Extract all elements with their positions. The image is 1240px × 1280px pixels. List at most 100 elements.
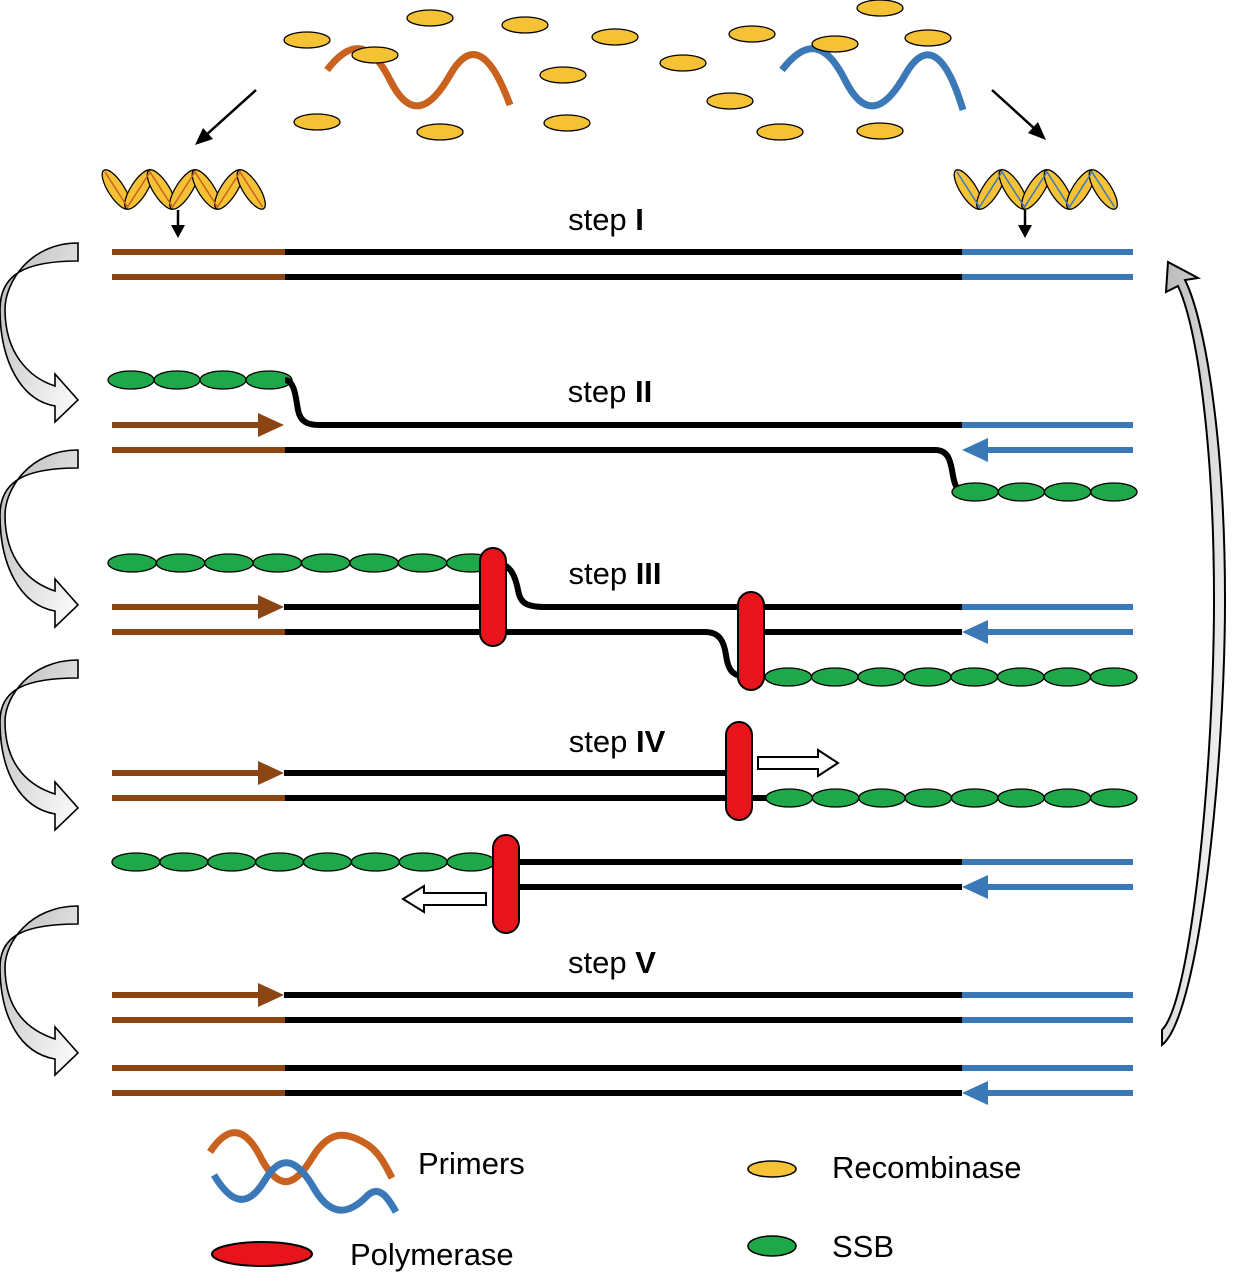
ssb	[1090, 482, 1138, 502]
recombinase	[856, 122, 904, 140]
arrowhead-icon	[195, 128, 213, 145]
ssb-chain	[765, 788, 1138, 808]
recombinase	[283, 31, 331, 49]
legend-reverse-primer-icon	[210, 1159, 400, 1214]
direction-arrow-left	[401, 884, 487, 914]
free-recombinase-group	[283, 0, 952, 141]
ssb	[904, 788, 953, 808]
recombinase	[539, 66, 587, 84]
ssb	[810, 667, 859, 687]
ssb	[254, 852, 305, 872]
polymerase	[725, 721, 753, 821]
step-labels: step I step II step III step IV step V	[568, 202, 666, 980]
ssb	[398, 852, 448, 872]
ssb	[204, 553, 254, 573]
recombinase	[591, 28, 639, 46]
step-4-label: step IV	[569, 724, 666, 759]
ssb	[1043, 788, 1092, 808]
ssb	[950, 667, 999, 687]
ssb	[159, 852, 209, 872]
step-2-strands	[107, 370, 1138, 502]
step-transition-arrow	[0, 242, 80, 424]
ssb	[207, 852, 257, 872]
recombinase	[856, 0, 904, 17]
step-3-label: step III	[568, 556, 661, 591]
arrowhead-icon	[171, 225, 185, 238]
ssb	[1089, 788, 1138, 808]
recombinase	[659, 54, 707, 72]
legend-recombinase-label: Recombinase	[832, 1150, 1022, 1185]
primer-extension-arrowhead	[258, 413, 284, 437]
free-reverse-primer	[779, 45, 967, 112]
primer-extension-arrowhead	[962, 1081, 988, 1105]
ssb	[107, 370, 155, 390]
arrow-to-left-filament	[204, 89, 257, 137]
primer-extension-arrowhead	[258, 761, 284, 785]
primer-extension-arrowhead	[962, 438, 988, 462]
filament-primer	[104, 170, 264, 209]
ssb	[858, 788, 906, 808]
filament-drop-arrows	[171, 210, 1032, 238]
ssb-chain	[764, 667, 1138, 687]
ssb	[107, 553, 158, 573]
ssb-chain	[951, 482, 1138, 502]
ssb	[300, 553, 351, 573]
step-1-label: step I	[568, 202, 644, 237]
ssb	[302, 852, 353, 872]
legend-recombinase-icon	[747, 1160, 797, 1178]
recombinase	[728, 25, 776, 43]
step-2-label: step II	[568, 374, 652, 409]
legend-polymerase-icon	[211, 1241, 313, 1267]
legend-polymerase-label: Polymerase	[350, 1237, 514, 1272]
recombinase	[543, 114, 591, 132]
step-transition-arrow	[0, 659, 80, 832]
polymerase	[737, 591, 765, 691]
legend: Primers Recombinase Polymerase SSB	[207, 1129, 1022, 1272]
recombinase	[756, 123, 804, 141]
step-transition-arrow	[0, 449, 80, 629]
ssb	[349, 553, 399, 573]
polymerase	[479, 547, 507, 647]
free-components	[195, 0, 1046, 145]
legend-ssb-label: SSB	[832, 1229, 894, 1264]
direction-arrow-right	[757, 748, 840, 778]
recombinase	[416, 123, 464, 141]
recombinase	[904, 29, 952, 47]
arrowhead-icon	[1028, 122, 1046, 140]
step-4-strands	[111, 721, 1138, 934]
ssb	[765, 788, 814, 808]
ssb	[1089, 667, 1138, 687]
filament-primer	[956, 170, 1116, 209]
legend-primers-label: Primers	[418, 1146, 525, 1181]
ssb-chain	[107, 370, 293, 390]
polymerase	[492, 834, 520, 934]
ssb	[153, 370, 201, 390]
legend-ssb-icon	[747, 1235, 797, 1257]
recombinase	[293, 113, 341, 131]
ssb	[199, 370, 247, 390]
primer-extension-arrowhead	[962, 620, 988, 644]
ssb	[903, 667, 952, 687]
step-transition-arrows	[0, 242, 80, 1077]
ssb-chain	[107, 553, 496, 573]
step-5-duplexes	[112, 983, 1133, 1105]
ssb	[350, 852, 400, 872]
step-transition-arrow	[0, 905, 80, 1077]
ssb	[857, 667, 906, 687]
ssb	[252, 553, 303, 573]
ssb	[950, 788, 999, 808]
ssb	[1043, 482, 1092, 502]
primer-extension-arrowhead	[258, 595, 284, 619]
step-1-duplex	[112, 249, 1133, 280]
ssb	[111, 852, 161, 872]
recombinase	[351, 46, 399, 64]
arrow-to-right-filament	[991, 89, 1037, 131]
recombinase	[501, 16, 549, 34]
ssb	[397, 553, 448, 573]
cycle-return-arrow	[1161, 260, 1227, 1048]
recombinase	[706, 92, 754, 110]
legend-forward-primer-icon	[207, 1129, 396, 1185]
ssb	[764, 667, 813, 687]
